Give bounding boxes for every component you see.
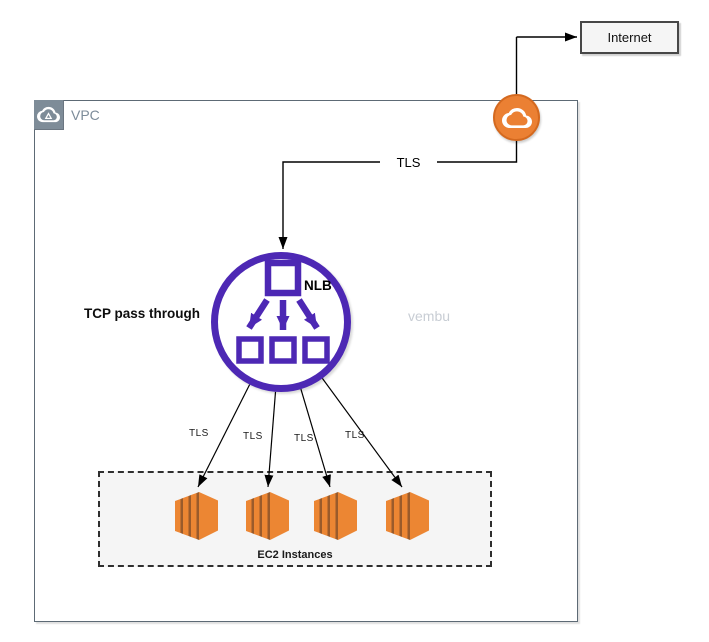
tls-connection-label: TLS <box>380 154 437 171</box>
internet-gateway-cloud-icon <box>493 94 540 141</box>
vpc-cloud-icon <box>34 100 64 130</box>
ec2-instance-icon <box>384 492 430 542</box>
nlb-label: NLB <box>304 278 332 293</box>
ec2-instance-icon <box>244 492 290 542</box>
ec2-instance-icon <box>173 492 219 542</box>
tls-edge-label: TLS <box>243 431 263 442</box>
internet-node: Internet <box>580 21 679 54</box>
watermark-text: vembu <box>408 308 451 324</box>
tls-edge-label: TLS <box>294 433 314 444</box>
internet-label: Internet <box>607 30 652 45</box>
ec2-instance-icon <box>312 492 358 542</box>
ec2-group-label: EC2 Instances <box>257 549 333 561</box>
tls-edge-label: TLS <box>189 428 209 439</box>
network-load-balancer-icon <box>211 252 351 392</box>
vpc-label: VPC <box>71 107 100 123</box>
tcp-pass-through-note: TCP pass through <box>84 306 201 321</box>
ec2-group-box: EC2 Instances <box>98 471 492 567</box>
tls-edge-label: TLS <box>345 430 365 441</box>
